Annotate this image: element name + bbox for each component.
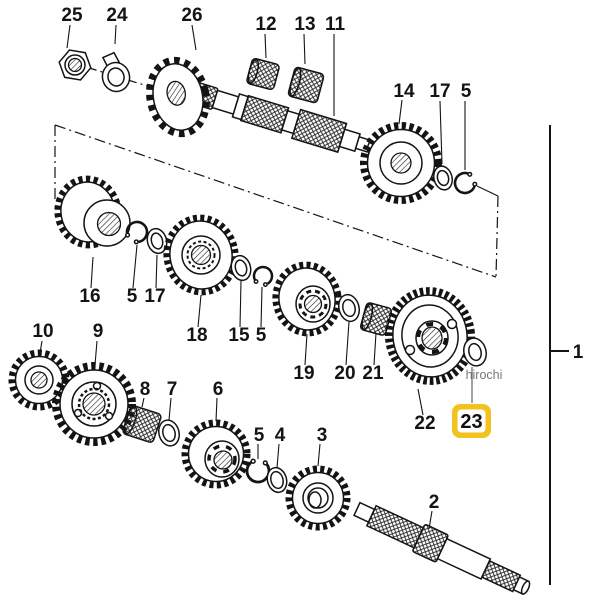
gear-22 xyxy=(384,287,476,385)
washer-7 xyxy=(158,419,180,447)
leader-lines xyxy=(39,24,466,530)
callout-7: 7 xyxy=(167,379,178,400)
snap-ring-5-midright xyxy=(252,265,274,287)
needle-bearing-13 xyxy=(287,66,325,104)
callout-12: 12 xyxy=(255,14,276,35)
washer-20 xyxy=(337,293,361,323)
lock-washer xyxy=(101,51,131,93)
washer-4 xyxy=(266,466,288,494)
callout-26: 26 xyxy=(181,5,202,26)
washer-17-mid xyxy=(146,227,168,255)
callout-13: 13 xyxy=(294,14,315,35)
snap-ring-5-midleft xyxy=(125,220,149,245)
gear-18 xyxy=(163,214,239,296)
callout-6: 6 xyxy=(213,379,224,400)
callout-5-midright: 5 xyxy=(256,325,267,346)
callout-10: 10 xyxy=(32,321,53,342)
highlighted-callout-23[interactable]: 23 xyxy=(452,404,491,438)
watermark-text: hirochi xyxy=(466,368,503,382)
needle-bearing-8 xyxy=(122,405,162,443)
assembly-bracket xyxy=(549,125,569,585)
gear-10 xyxy=(8,349,70,411)
callout-16: 16 xyxy=(79,286,100,307)
callout-24: 24 xyxy=(106,5,128,26)
needle-bearing-21 xyxy=(359,302,393,336)
gear-3 xyxy=(285,465,351,531)
callout-20: 20 xyxy=(334,363,355,384)
callout-labels: 25 24 26 12 13 11 14 17 5 16 5 17 18 15 … xyxy=(32,5,583,513)
callout-21: 21 xyxy=(362,363,384,384)
callout-4: 4 xyxy=(275,425,286,446)
gear-9 xyxy=(52,362,136,446)
callout-22: 22 xyxy=(414,413,435,434)
callout-25: 25 xyxy=(61,5,83,26)
callout-17-mid: 17 xyxy=(144,286,165,307)
callout-19: 19 xyxy=(293,363,314,384)
gear-14 xyxy=(360,122,442,204)
gear-19 xyxy=(272,261,342,337)
callout-5-midleft: 5 xyxy=(127,286,138,307)
input-shaft xyxy=(188,81,375,154)
callout-5-top: 5 xyxy=(461,81,472,102)
output-shaft xyxy=(353,501,531,595)
gear-6 xyxy=(181,419,251,489)
gear-16 xyxy=(54,175,131,249)
callout-15: 15 xyxy=(228,325,250,346)
callout-1: 1 xyxy=(573,342,584,363)
washer-15 xyxy=(230,254,252,282)
callout-17-top: 17 xyxy=(429,81,450,102)
highlight-badge-number: 23 xyxy=(460,411,482,433)
callout-8: 8 xyxy=(140,379,151,400)
callout-18: 18 xyxy=(186,325,207,346)
callout-2: 2 xyxy=(429,492,440,513)
washer-17-top xyxy=(433,165,453,191)
hex-nut xyxy=(58,49,92,81)
callout-5-bottom: 5 xyxy=(254,425,265,446)
washer-23 xyxy=(463,337,487,367)
sprocket xyxy=(146,56,210,138)
callout-11: 11 xyxy=(325,14,346,35)
callout-14: 14 xyxy=(393,81,415,102)
needle-bearing-12 xyxy=(246,57,280,91)
snap-ring-5-bottom xyxy=(245,458,271,484)
snap-ring-5-top xyxy=(453,171,478,195)
callout-9: 9 xyxy=(93,321,104,342)
highlight-badge-inner xyxy=(457,409,486,433)
callout-3: 3 xyxy=(317,425,328,446)
